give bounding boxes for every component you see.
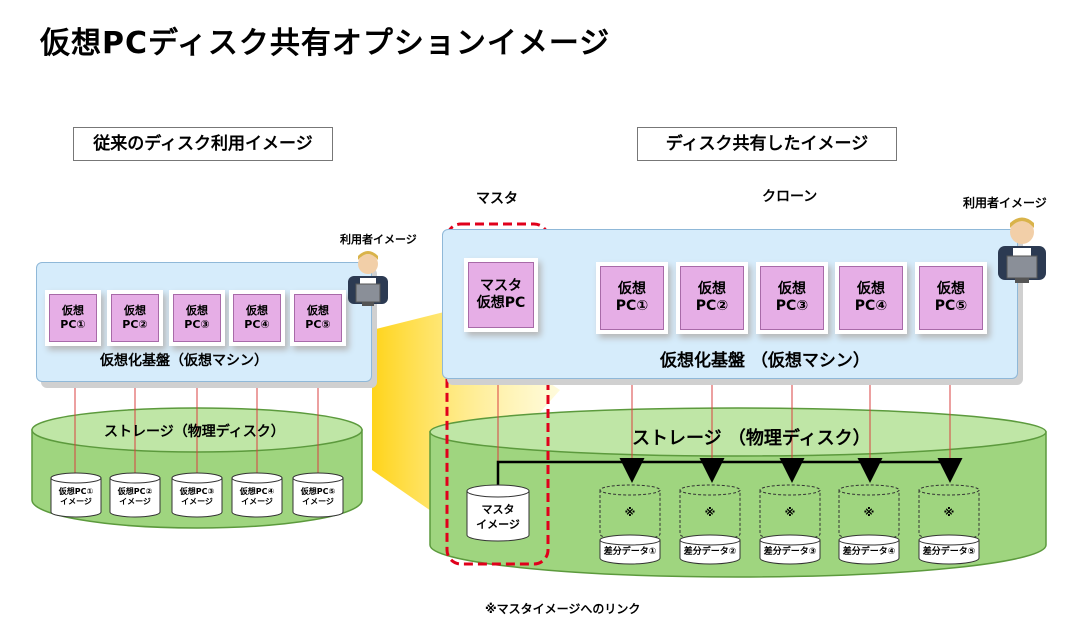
left-vm-4: 仮想 PC④ bbox=[233, 294, 281, 342]
left-vm-1: 仮想 PC① bbox=[49, 294, 97, 342]
master-link-bus bbox=[496, 458, 963, 485]
user-at-computer-icon bbox=[998, 217, 1046, 283]
diff-label: 差分データ③ bbox=[763, 547, 817, 557]
link-mark: ※ bbox=[704, 506, 716, 519]
left-caption: 従来のディスク利用イメージ bbox=[73, 127, 333, 161]
vm-line1: 仮想 bbox=[618, 280, 646, 297]
clone-label: クローン bbox=[762, 189, 818, 205]
vm-line1: 仮想 bbox=[124, 304, 146, 318]
disk-line1: 仮想PC① bbox=[58, 487, 94, 496]
vm-line1: 仮想 bbox=[246, 304, 268, 318]
left-user-label: 利用者イメージ bbox=[340, 233, 417, 246]
diff-disk-1: ※ 差分データ① bbox=[599, 484, 661, 568]
link-mark: ※ bbox=[863, 506, 875, 519]
link-mark: ※ bbox=[943, 506, 955, 519]
disk-line2: イメージ bbox=[181, 497, 213, 507]
vm-line2: PC② bbox=[122, 318, 148, 331]
clone-vm-1: 仮想 PC① bbox=[600, 266, 664, 330]
right-user-label: 利用者イメージ bbox=[963, 196, 1047, 210]
right-platform-label: 仮想化基盤 （仮想マシン） bbox=[660, 351, 870, 371]
disk-line1: 仮想PC③ bbox=[179, 487, 215, 496]
clone-vm-5: 仮想 PC⑤ bbox=[919, 266, 983, 330]
diff-label: 差分データ④ bbox=[842, 547, 896, 557]
left-disk-5: 仮想PC⑤ イメージ bbox=[292, 472, 344, 518]
left-disk-4: 仮想PC④ イメージ bbox=[231, 472, 283, 518]
left-vm-2: 仮想 PC② bbox=[111, 294, 159, 342]
vm-line2: 仮想PC bbox=[476, 295, 526, 311]
left-platform-label: 仮想化基盤（仮想マシン） bbox=[100, 353, 268, 369]
disk-line2: イメージ bbox=[60, 497, 92, 507]
diff-disk-2: ※ 差分データ② bbox=[679, 484, 741, 568]
left-disk-2: 仮想PC② イメージ bbox=[109, 472, 161, 518]
vm-line2: PC① bbox=[615, 298, 649, 314]
vm-line1: 仮想 bbox=[62, 304, 84, 318]
disk-line2: イメージ bbox=[476, 517, 520, 531]
left-disk-1: 仮想PC① イメージ bbox=[50, 472, 102, 518]
vm-line2: PC④ bbox=[854, 298, 888, 314]
master-vm: マスタ 仮想PC bbox=[468, 262, 534, 328]
diff-label: 差分データ⑤ bbox=[922, 547, 976, 557]
vm-line2: PC① bbox=[60, 318, 86, 331]
diff-disk-5: ※ 差分データ⑤ bbox=[918, 484, 980, 568]
left-vm-5: 仮想 PC⑤ bbox=[294, 294, 342, 342]
disk-line2: イメージ bbox=[302, 497, 334, 507]
right-caption: ディスク共有したイメージ bbox=[637, 127, 897, 161]
vm-line2: PC② bbox=[695, 298, 729, 314]
link-mark: ※ bbox=[624, 506, 636, 519]
master-frame bbox=[445, 222, 550, 566]
vm-line2: PC⑤ bbox=[934, 298, 968, 314]
disk-line2: イメージ bbox=[119, 497, 151, 507]
vm-line1: 仮想 bbox=[857, 280, 885, 297]
vm-line2: PC⑤ bbox=[305, 318, 331, 331]
user-at-computer-icon bbox=[348, 251, 388, 306]
vm-line1: 仮想 bbox=[186, 304, 208, 318]
vm-line2: PC④ bbox=[244, 318, 270, 331]
disk-line1: 仮想PC⑤ bbox=[300, 487, 336, 496]
vm-line1: 仮想 bbox=[698, 280, 726, 297]
page-title: 仮想PCディスク共有オプションイメージ bbox=[40, 26, 611, 61]
vm-line1: 仮想 bbox=[937, 280, 965, 297]
left-disk-3: 仮想PC③ イメージ bbox=[171, 472, 223, 518]
right-storage-label: ストレージ （物理ディスク） bbox=[632, 428, 871, 449]
master-label: マスタ bbox=[476, 191, 518, 207]
clone-vm-2: 仮想 PC② bbox=[680, 266, 744, 330]
clone-vm-3: 仮想 PC③ bbox=[760, 266, 824, 330]
master-disk: マスタ イメージ bbox=[466, 484, 530, 542]
diff-label: 差分データ① bbox=[603, 547, 657, 557]
link-mark: ※ bbox=[784, 506, 796, 519]
diff-disk-4: ※ 差分データ④ bbox=[838, 484, 900, 568]
left-vm-3: 仮想 PC③ bbox=[173, 294, 221, 342]
diff-label: 差分データ② bbox=[683, 547, 737, 557]
disk-line1: 仮想PC② bbox=[117, 487, 153, 496]
disk-line1: 仮想PC④ bbox=[239, 487, 275, 496]
vm-line1: マスタ bbox=[480, 277, 522, 294]
diff-disk-3: ※ 差分データ③ bbox=[759, 484, 821, 568]
vm-line1: 仮想 bbox=[307, 304, 329, 318]
disk-line2: イメージ bbox=[241, 497, 273, 507]
left-storage-label: ストレージ（物理ディスク） bbox=[104, 424, 285, 440]
vm-line2: PC③ bbox=[775, 298, 809, 314]
disk-line1: マスタ bbox=[481, 503, 515, 516]
footnote: ※マスタイメージへのリンク bbox=[485, 602, 641, 616]
clone-vm-4: 仮想 PC④ bbox=[839, 266, 903, 330]
vm-line1: 仮想 bbox=[778, 280, 806, 297]
vm-line2: PC③ bbox=[184, 318, 210, 331]
